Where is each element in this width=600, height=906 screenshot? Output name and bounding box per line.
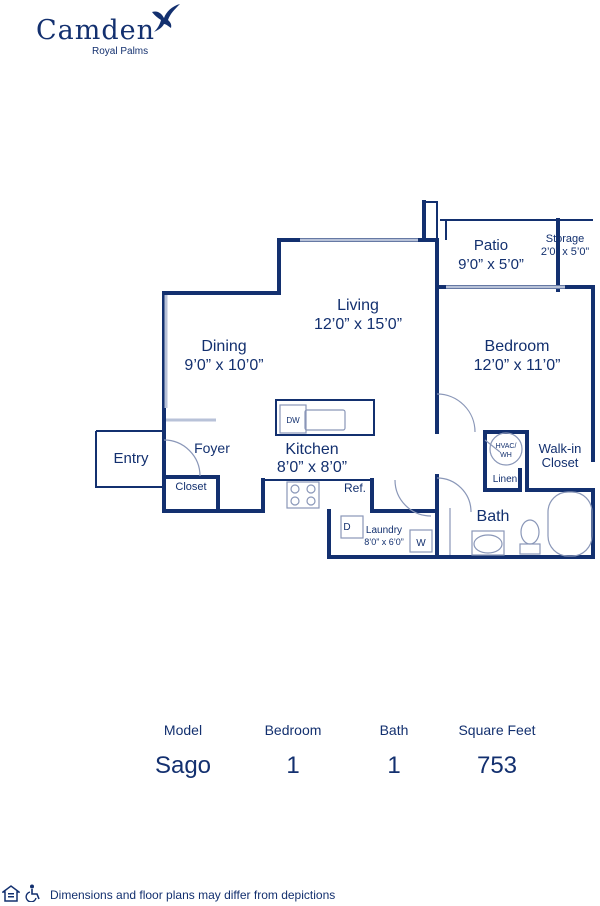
bath-label: Bath — [477, 508, 510, 525]
entry-label: Entry — [113, 450, 149, 467]
closet-label: Closet — [175, 481, 206, 493]
patio-label: Patio — [474, 237, 508, 254]
refrigerator-label: Ref. — [344, 481, 366, 495]
summary-header-bedroom: Bedroom — [264, 722, 322, 738]
brand-logo: Camden Royal Palms — [36, 4, 186, 64]
floor-plan: Patio 9’0” x 5’0” Storage 2’0” x 5’0” Li… — [95, 200, 595, 559]
summary-header-square-feet: Square Feet — [458, 722, 536, 738]
dryer-label: D — [343, 522, 350, 533]
summary-value-bedroom: 1 — [286, 752, 300, 779]
foyer-label: Foyer — [194, 440, 230, 456]
linen-label: Linen — [493, 474, 517, 485]
kitchen-label: Kitchen — [285, 441, 338, 458]
bedroom-label: Bedroom — [485, 338, 550, 355]
bird-logo-icon — [152, 4, 180, 32]
footer: Dimensions and floor plans may differ fr… — [0, 882, 600, 904]
bedroom-dims: 12’0” x 11’0” — [474, 357, 561, 374]
brand-location: Royal Palms — [92, 46, 149, 57]
plan-summary: Model Sago Bedroom 1 Bath 1 Square Feet … — [0, 720, 600, 790]
summary-value-square-feet: 753 — [476, 752, 518, 779]
patio-dims: 9’0” x 5’0” — [458, 256, 524, 273]
dishwasher-label: DW — [286, 416, 300, 425]
wheelchair-accessible-icon — [25, 884, 40, 902]
walkin-label-line1: Walk-in — [539, 441, 582, 456]
dining-label: Dining — [201, 338, 246, 355]
living-label: Living — [337, 297, 379, 314]
laundry-dims: 8’0” x 6’0” — [364, 537, 404, 547]
hvac-label-line2: WH — [500, 452, 512, 459]
living-dims: 12’0” x 15’0” — [314, 316, 402, 333]
summary-header-bath: Bath — [379, 722, 409, 738]
washer-label: W — [416, 538, 426, 549]
walkin-label-line2: Closet — [542, 455, 579, 470]
dining-dims: 9’0” x 10’0” — [184, 357, 263, 374]
storage-dims: 2’0” x 5’0” — [541, 246, 590, 258]
summary-value-model: Sago — [154, 752, 212, 779]
storage-label: Storage — [546, 233, 585, 245]
laundry-label: Laundry — [366, 525, 402, 536]
brand-name: Camden — [36, 15, 156, 46]
summary-header-model: Model — [163, 722, 203, 738]
kitchen-dims: 8’0” x 8’0” — [277, 459, 347, 476]
equal-housing-icon — [2, 885, 20, 902]
summary-value-bath: 1 — [387, 752, 401, 779]
hvac-label-line1: HVAC/ — [496, 443, 517, 450]
disclaimer-text: Dimensions and floor plans may differ fr… — [50, 888, 336, 902]
